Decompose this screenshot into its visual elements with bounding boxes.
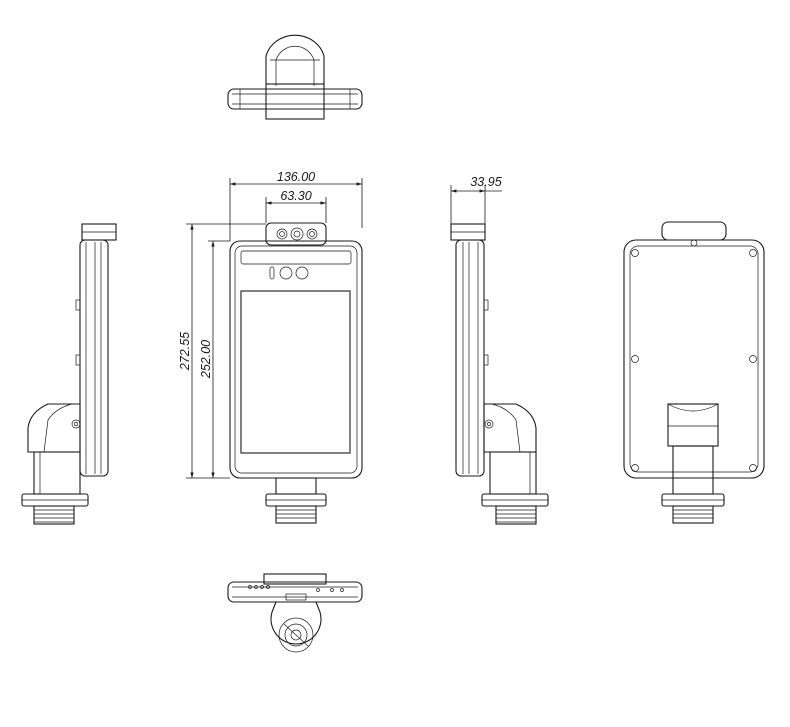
dimension-camera-width: 63.30 (265, 189, 327, 223)
left-side-view (21, 223, 117, 525)
body-height-label: 252.00 (199, 340, 213, 379)
rear-view (623, 221, 765, 524)
dimension-depth: 33.95 (450, 175, 502, 224)
bottom-view (227, 573, 363, 653)
camera-width-label: 63.30 (280, 189, 311, 203)
right-side-view (450, 223, 549, 525)
overall-width-label: 136.00 (277, 170, 315, 184)
dimension-overall-width: 136.00 (229, 170, 363, 241)
dimension-overall-height: 272.55 (178, 223, 266, 479)
top-view (227, 34, 363, 120)
front-view (229, 222, 363, 524)
depth-label: 33.95 (470, 175, 501, 189)
overall-height-label: 272.55 (178, 332, 192, 371)
dimension-body-height: 252.00 (199, 240, 230, 478)
